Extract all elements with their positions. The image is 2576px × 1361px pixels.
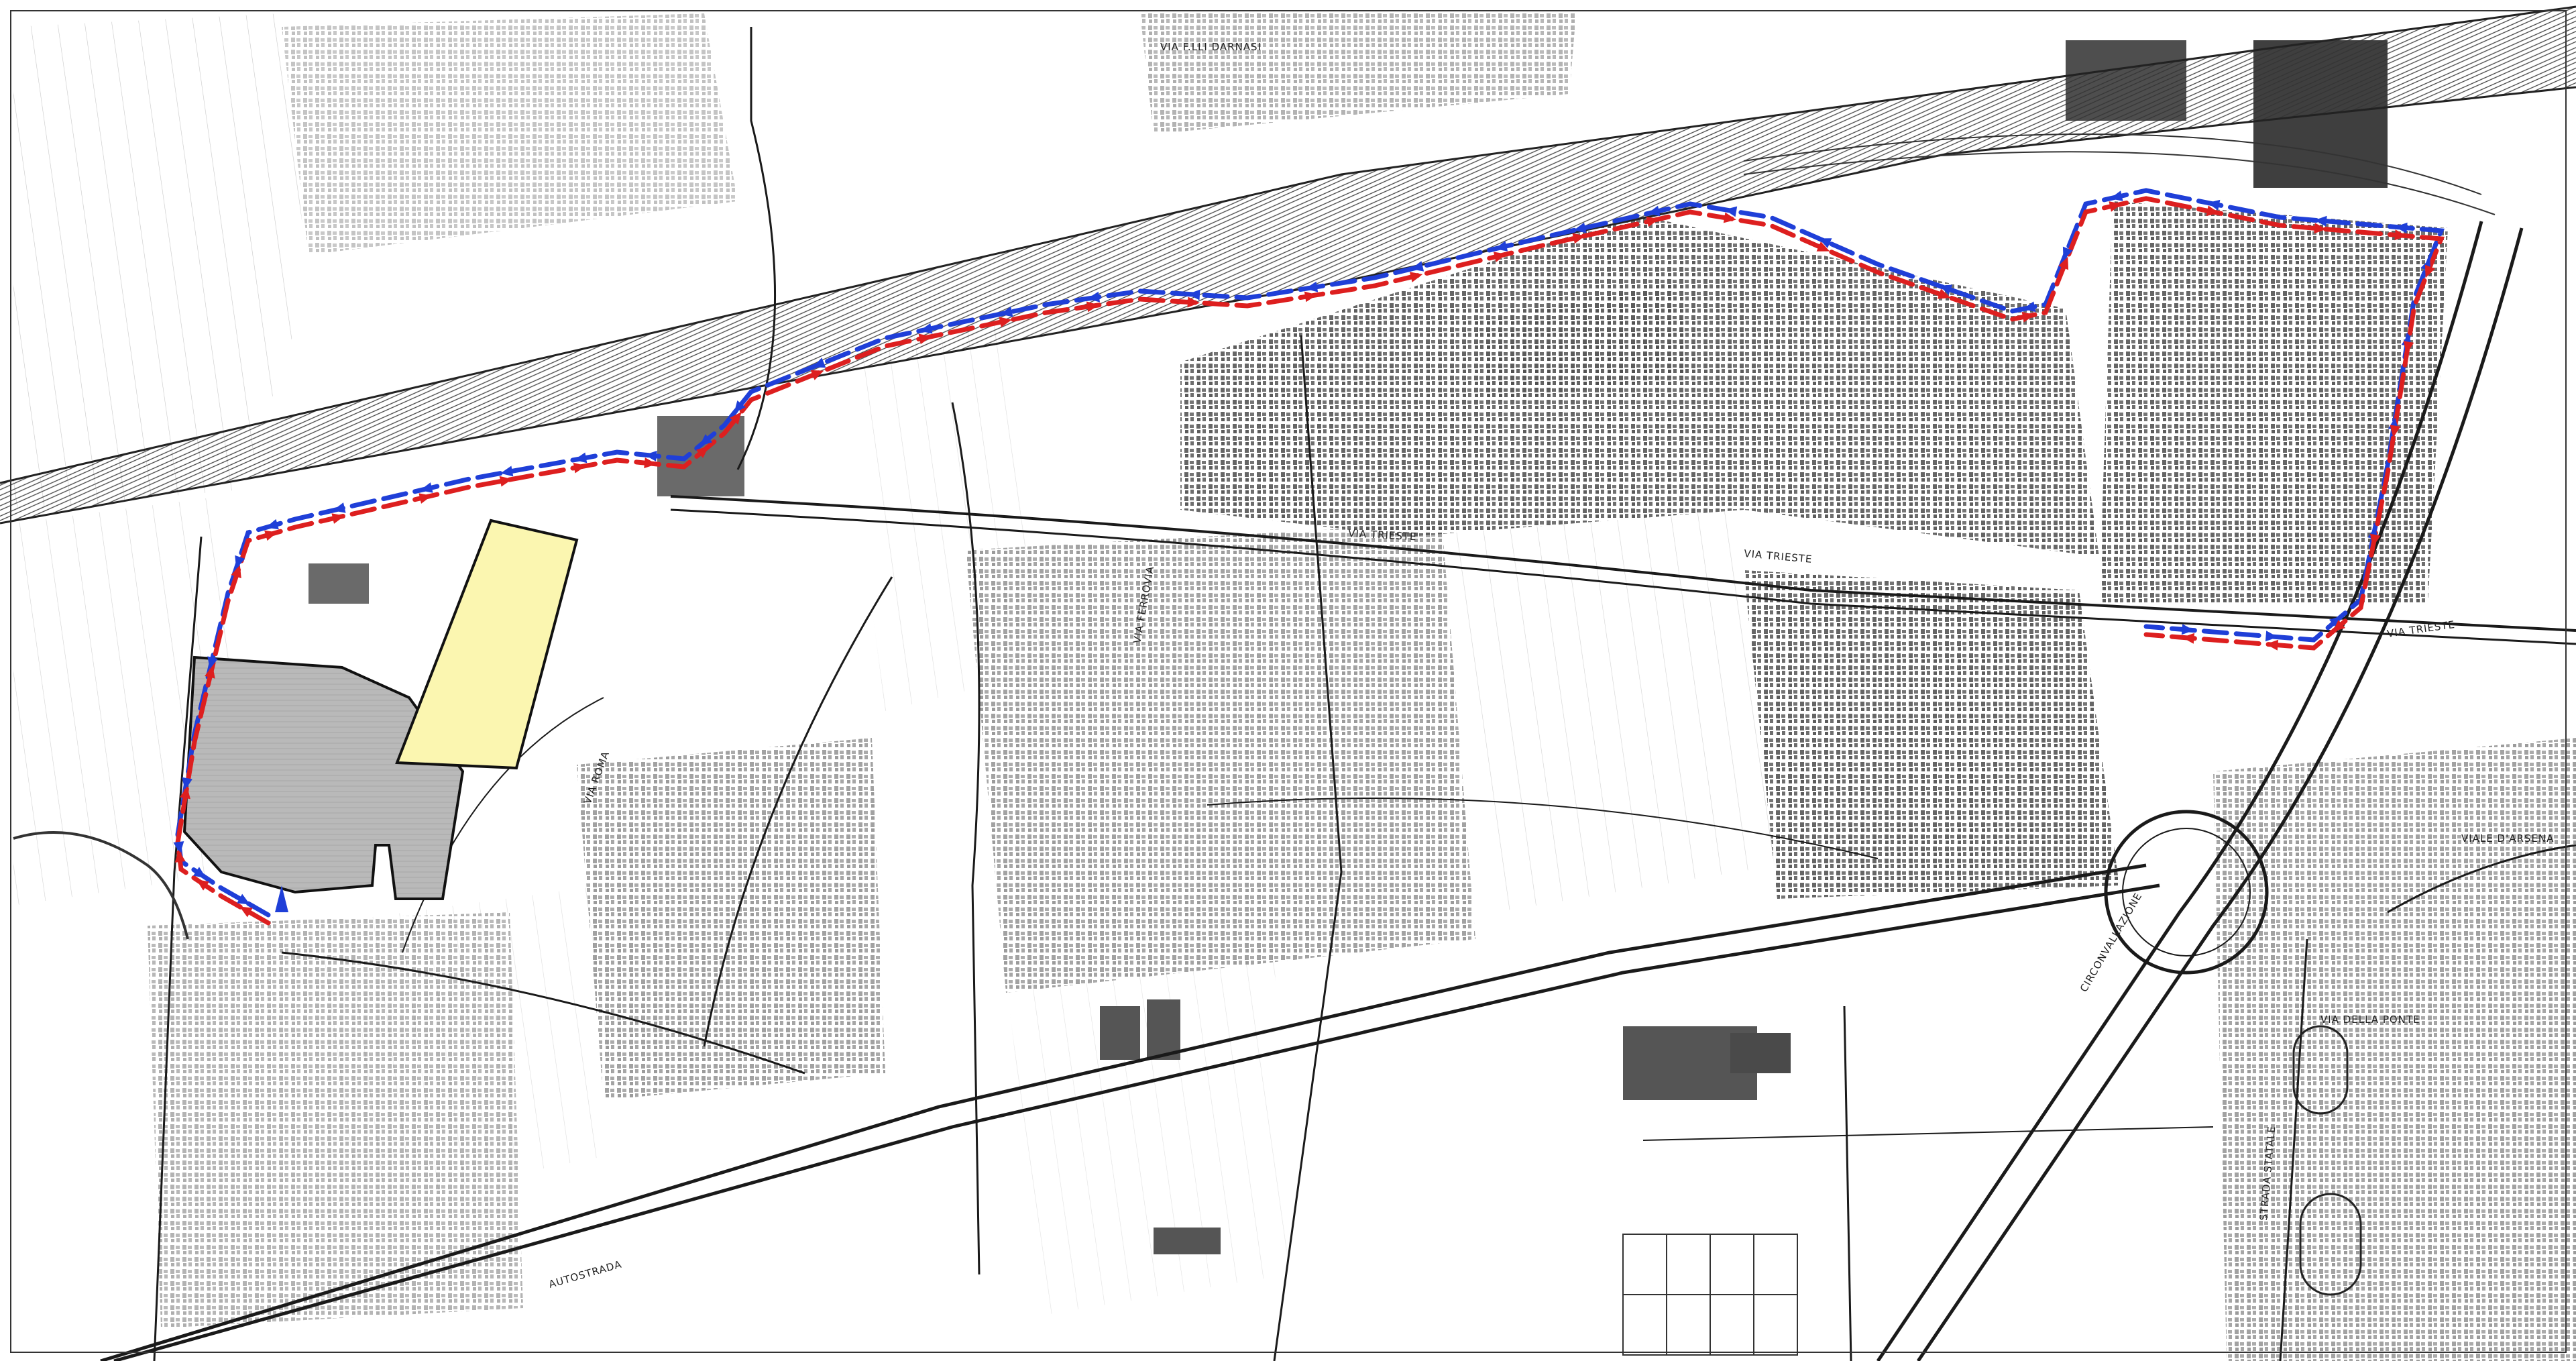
label-via-della-ponte: VIA DELLA PONTE (2320, 1014, 2420, 1026)
outbound-route-arrow (2403, 341, 2414, 354)
outbound-route-arrow (2369, 533, 2381, 547)
return-route-arrow (1647, 205, 1661, 217)
stream (13, 831, 189, 940)
yellow-planning-area (395, 519, 579, 770)
outbound-route-arrow (730, 411, 742, 425)
route-layer (173, 188, 2445, 926)
outbound-route-arrow (180, 786, 190, 800)
outbound-route-arrow (810, 370, 824, 380)
return-route-arrow (2110, 190, 2123, 201)
outbound-route-arrow (1409, 272, 1423, 282)
return-route-arrow (734, 400, 746, 414)
return-route-arrow (812, 358, 826, 368)
return-route-arrow (2329, 616, 2342, 628)
cemetery-grid (1622, 1234, 1798, 1356)
outbound-route-arrow (1304, 291, 1317, 303)
return-route-arrow (2395, 222, 2408, 233)
return-route-arrow (1410, 261, 1424, 272)
outbound-route-arrow (573, 462, 586, 474)
outbound-route-arrow (2390, 425, 2401, 438)
return-route-arrow (1818, 238, 1832, 248)
return-route-arrow (1305, 281, 1319, 292)
return-route-arrow (645, 450, 657, 461)
outbound-route-arrow (695, 446, 709, 458)
outbound-route-arrow (2424, 264, 2435, 278)
outbound-route-arrow (2109, 201, 2122, 212)
outbound-route-arrow (918, 333, 932, 345)
road-network (100, 27, 2576, 1361)
outbound-route-arrow (2333, 620, 2346, 632)
outbound-route-arrow (2058, 256, 2069, 270)
outbound-route-arrow (1187, 296, 1200, 308)
return-route-arrow (182, 777, 192, 790)
return-route-arrow (1573, 222, 1587, 233)
return-route-arrow (2023, 301, 2036, 313)
outbound-route-arrow (644, 457, 657, 469)
return-route-arrow (574, 452, 587, 464)
return-route-arrow (919, 323, 933, 334)
return-route-arrow (333, 502, 346, 513)
return-route-arrow (2314, 215, 2327, 227)
return-route-arrow (1188, 289, 1200, 301)
return-route-arrow (699, 434, 713, 446)
outbound-route-arrow (2394, 229, 2407, 241)
outbound-route-arrow (418, 493, 432, 504)
return-route-arrow (1000, 306, 1013, 317)
outbound-route-arrow (239, 906, 253, 918)
outbound-route-arrow (2021, 311, 2035, 323)
outbound-route-arrow (2182, 633, 2195, 644)
route-end-arrow (275, 885, 288, 912)
return-route-arrow (2181, 624, 2194, 635)
return-route-arrow (1724, 206, 1738, 217)
outbound-route-arrow (205, 665, 215, 679)
return-route-arrow (420, 482, 433, 493)
outbound-route-arrow (1572, 233, 1585, 244)
outbound-route-arrow (1937, 288, 1951, 299)
return-route-arrow (2207, 199, 2221, 211)
return-route-arrow (2062, 246, 2073, 260)
return-route-arrow (1087, 291, 1101, 303)
outbound-route-arrow (174, 850, 186, 863)
return-route-arrow (1939, 284, 1953, 295)
outbound-route-arrow (1723, 212, 1736, 223)
outbound-route-line (175, 196, 2445, 926)
built-up-blocks (148, 13, 2576, 1361)
return-route-arrow (173, 841, 184, 854)
railway-corridor (0, 5, 2576, 525)
outbound-route-arrow (999, 317, 1012, 328)
outbound-route-arrow (1646, 216, 1659, 227)
outbound-route-arrow (1816, 241, 1830, 252)
return-route-arrow (1494, 241, 1508, 252)
return-route-arrow (207, 656, 218, 669)
label-viale-darsena: VIALE D'ARSENA (2461, 832, 2554, 845)
return-route-arrow (500, 466, 514, 477)
outbound-route-arrow (2265, 639, 2279, 651)
outbound-route-arrow (1493, 252, 1507, 262)
map-frame-border (10, 10, 2567, 1353)
return-route-arrow (2265, 631, 2278, 642)
return-route-arrow (235, 555, 245, 569)
label-via-darnasi: VIA F.LLI DARNASI (1160, 41, 1262, 53)
outbound-route-arrow (2314, 223, 2327, 234)
outbound-route-arrow (331, 513, 345, 524)
label-via-trieste-north: VIA TRIESTE (1348, 527, 1417, 543)
sports-track (2292, 1025, 2362, 1296)
outbound-route-arrow (196, 879, 209, 891)
outbound-route-arrow (2206, 205, 2219, 217)
return-route-arrow (266, 519, 279, 530)
outbound-route-arrow (231, 565, 241, 579)
outbound-route-arrow (1086, 301, 1099, 313)
return-route-arrow (237, 893, 250, 905)
return-route-arrow (193, 867, 207, 878)
outbound-route-arrow (264, 530, 278, 541)
grey-planning-area (182, 655, 465, 900)
outbound-route-arrow (499, 476, 512, 487)
